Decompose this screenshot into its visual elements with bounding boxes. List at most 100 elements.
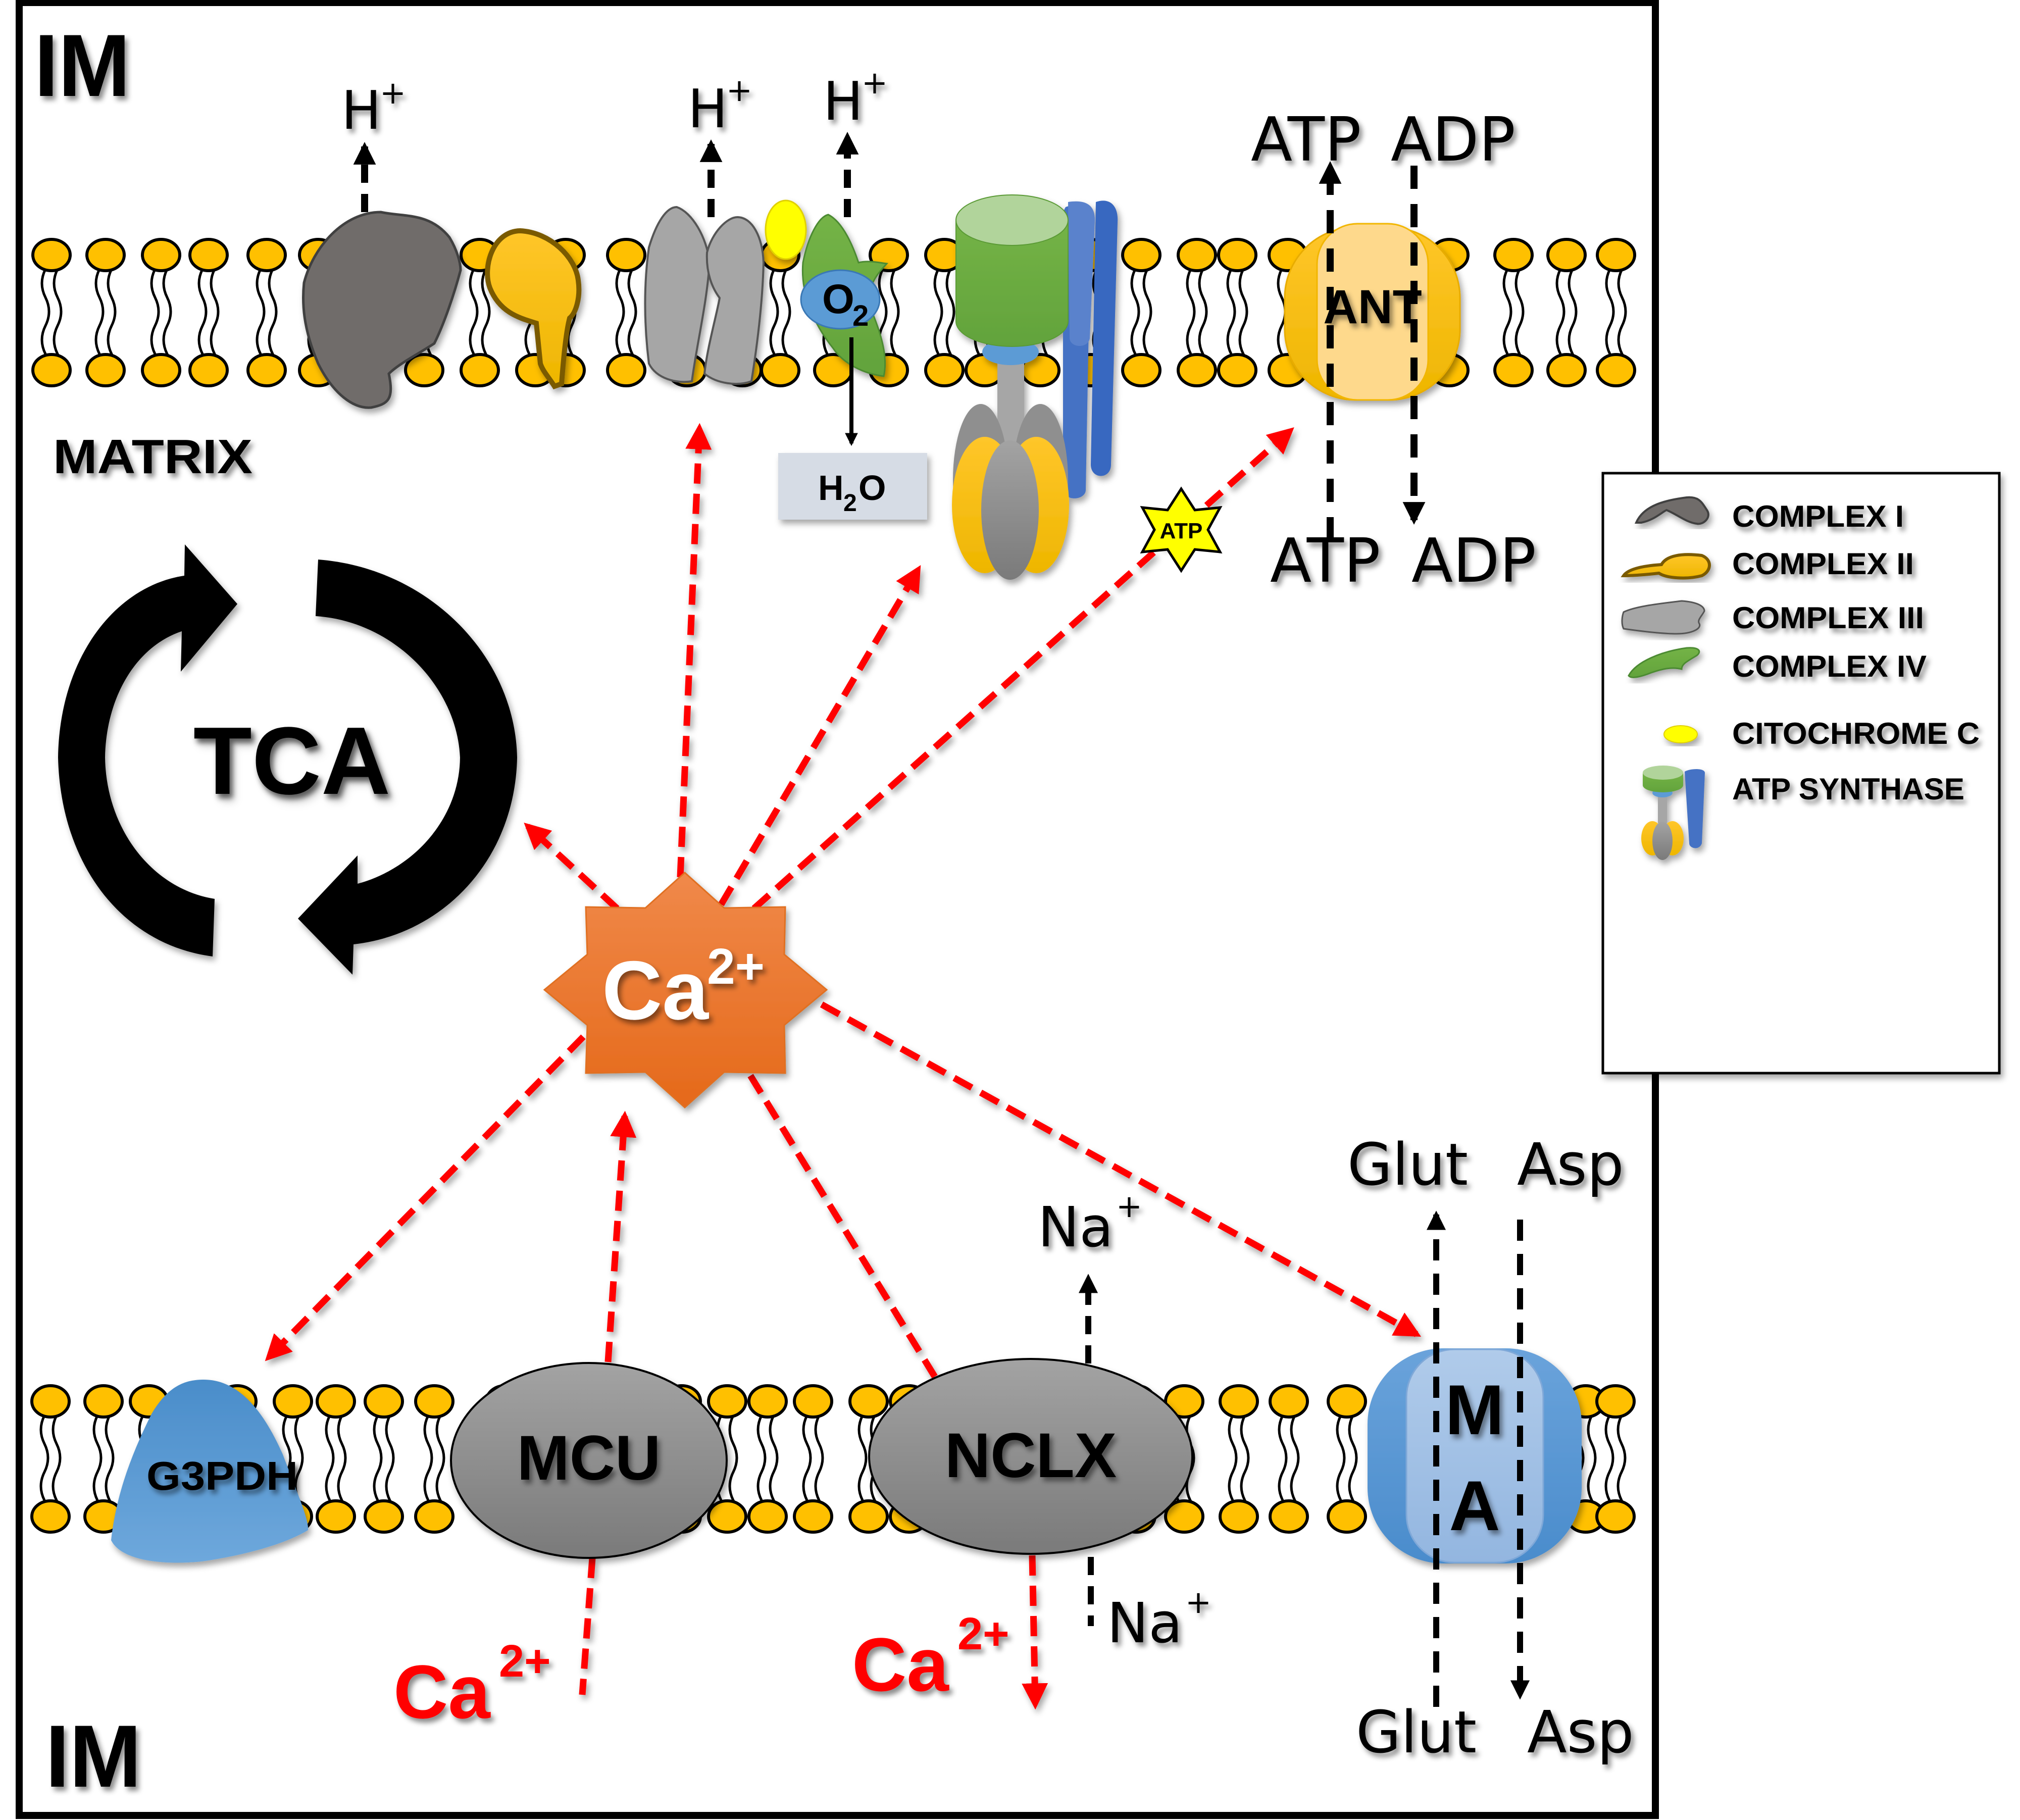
phospholipid [1328,1386,1366,1532]
g3pdh-enzyme: G3PDH [111,1379,309,1563]
ca-to-g3pdh-arrow [265,1034,586,1361]
phospholipid [1597,239,1635,386]
phospholipid [1495,239,1532,386]
complex-i [301,211,462,409]
transport-arrows-top [353,132,1426,540]
asp-label-bottom: Asp [1527,1699,1634,1766]
o2-subscript: 2 [852,299,869,332]
legend-label-cytochrome-c: CITOCHROME C [1732,717,1980,750]
tca-arrow-lower-right [298,560,517,975]
water-o: O [858,468,886,508]
complex-iii [644,206,765,385]
phospholipid [33,239,70,386]
proton-label-complex-iv: H + [823,64,888,132]
asp-label-top: Asp [1517,1131,1624,1199]
svg-text:Ca: Ca [393,1649,491,1734]
g3pdh-label: G3PDH [146,1453,298,1498]
calcium-regulation-arrows [265,423,1422,1710]
proton-label-complex-i: H + [341,74,406,141]
ca-to-atp-synthase-arrow [718,565,921,906]
na-label-top: Na + [1038,1188,1142,1259]
phospholipid [1123,239,1160,386]
phospholipid [142,239,180,386]
water-h: H [818,468,844,508]
legend-label-complex-iii: COMPLEX III [1732,601,1924,635]
glut-label-top: Glut [1347,1131,1468,1199]
nclx-label: NCLX [945,1421,1117,1491]
phospholipid [1548,239,1585,386]
ca-label-efflux: Ca 2+ [852,1609,1009,1707]
oxygen-molecule: O 2 [800,269,881,332]
svg-text:+: + [862,64,888,101]
svg-text:H: H [688,78,728,140]
cytochrome-c [765,199,807,260]
matrix-label: MATRIX [53,430,252,484]
phospholipid [1220,1386,1257,1532]
phospholipid [248,239,285,386]
ca-to-complex-iii-arrow [677,423,712,878]
legend-label-complex-ii: COMPLEX II [1732,547,1914,581]
phospholipid [608,239,645,386]
phospholipid [365,1386,402,1532]
svg-text:Na: Na [1038,1195,1114,1259]
ma-label-a: A [1449,1466,1500,1545]
water-subscript: 2 [843,490,857,517]
ca-label-uptake: Ca 2+ [393,1636,551,1734]
mcu-label: MCU [517,1423,661,1493]
glut-label-bottom: Glut [1356,1699,1477,1766]
ca-efflux-arrow [1022,1555,1048,1710]
phospholipid [1219,239,1256,386]
cytochrome-c-icon [1663,725,1698,743]
im-bottom-label: IM [45,1707,141,1806]
ant-label: ANT [1323,280,1422,334]
complex-ii-icon [1621,553,1711,580]
atp-badge-label: ATP [1160,519,1203,543]
phospholipid [1178,239,1216,386]
atp-star-icon [1140,486,1223,573]
atp-badge: ATP [1140,486,1223,573]
ant-atp-bottom: ATP [1270,526,1380,596]
phospholipid [1270,1386,1307,1532]
legend-label-atp-synthase: ATP SYNTHASE [1732,772,1964,806]
svg-text:2+: 2+ [957,1609,1009,1659]
complex-i-icon [1634,496,1709,525]
malate-aspartate-shuttle: M A [1368,1348,1582,1563]
water-box: H 2 O [778,453,927,520]
transport-arrows-bottom [1078,1210,1530,1707]
svg-text:+: + [380,74,406,111]
legend-label-complex-iv: COMPLEX IV [1732,649,1927,683]
ant-adp-bottom: ADP [1411,526,1536,596]
phospholipid [87,239,124,386]
svg-text:H: H [823,71,863,132]
atp-synthase [952,194,1118,580]
phospholipid [794,1386,832,1532]
mcu-channel: MCU [450,1362,728,1559]
legend-label-complex-i: COMPLEX I [1732,499,1904,533]
tca-cycle: TCA [58,544,517,975]
na-label-bottom: Na + [1107,1584,1211,1655]
phospholipid [32,1386,69,1532]
phospholipid [762,239,799,386]
ant-adp-ims-top: ADP [1391,105,1516,175]
legend: COMPLEX I COMPLEX II COMPLEX III COMPLEX… [1601,472,2001,1075]
svg-text:+: + [726,72,752,109]
ant-atp-matrix-top: ATP [1251,105,1361,175]
svg-text:+: + [1185,1584,1211,1621]
phospholipid [317,1386,355,1532]
calcium-symbol: Ca [602,944,709,1037]
phospholipid [416,1386,453,1532]
svg-text:+: + [1116,1188,1142,1225]
ca-uptake-line [579,1557,596,1695]
svg-text:Na: Na [1107,1591,1183,1655]
atp-synthase-icon [1641,766,1705,860]
calcium-charge: 2+ [707,938,765,995]
ant-transporter: ANT [1284,223,1461,401]
ca-to-nclx-line [747,1074,938,1379]
ca-to-ma-arrow [820,1001,1422,1337]
o2-symbol: O [822,276,854,322]
complex-iv-icon [1628,647,1700,678]
svg-text:2+: 2+ [499,1636,551,1687]
complex-iii-icon [1621,600,1705,635]
tca-label: TCA [193,707,390,815]
